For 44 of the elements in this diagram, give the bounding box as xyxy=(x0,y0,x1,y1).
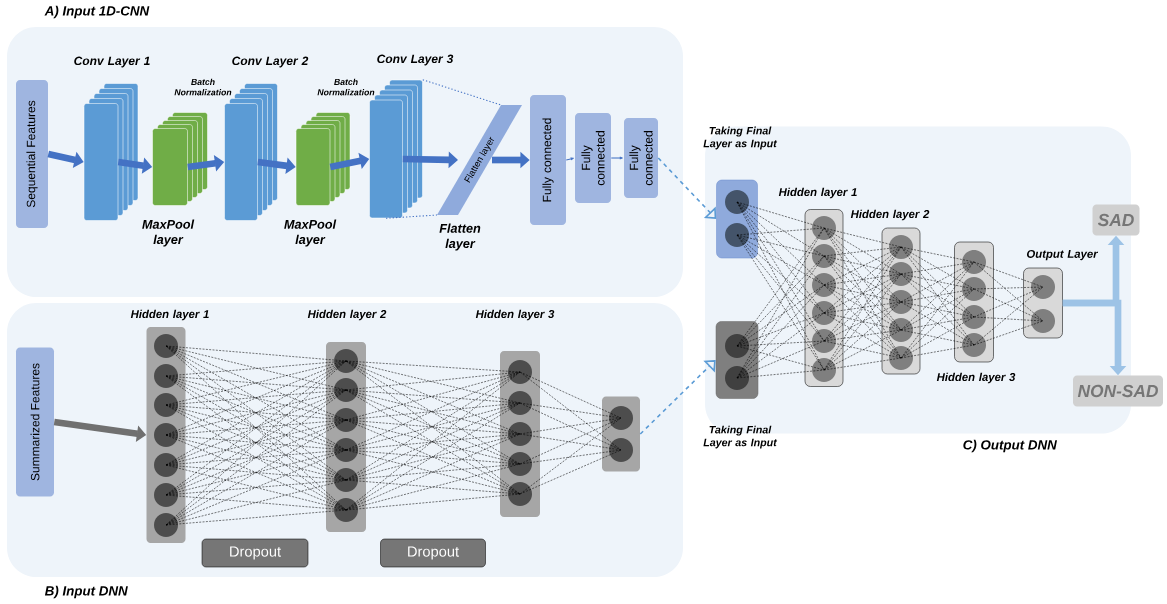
arrow xyxy=(565,157,574,161)
layer-label: Hidden layer 2 xyxy=(850,209,930,221)
layer-label: Hidden layer 1 xyxy=(778,187,857,199)
layer-label: Batch Normalization xyxy=(317,78,375,96)
layer-label: MaxPool layer xyxy=(142,219,195,247)
projection-line xyxy=(385,214,438,219)
input-box: Summarized Features xyxy=(16,347,54,497)
layer-label: Hidden layer 3 xyxy=(936,372,1016,384)
output-class-box: SAD xyxy=(1092,204,1140,236)
layer-label: Batch Normalization xyxy=(174,78,232,96)
connection-mesh xyxy=(900,246,975,359)
dense-layer-box: Fully connected xyxy=(530,95,566,225)
arrow xyxy=(639,360,716,435)
output-class-box: NON-SAD xyxy=(1073,375,1163,407)
layer-label: Hidden layer 3 xyxy=(475,309,555,321)
dense-layer-box: Fully connected xyxy=(575,113,611,203)
layer-label: Taking Final Layer as Input xyxy=(703,126,778,150)
panel-heading: A) Input 1D-CNN xyxy=(44,5,150,19)
connection-mesh xyxy=(165,345,347,526)
layer-label: Hidden layer 1 xyxy=(130,309,209,321)
projection-line xyxy=(422,79,502,106)
layer-label: Conv Layer 2 xyxy=(232,56,309,68)
arrow xyxy=(657,157,717,219)
input-box: Sequential Features xyxy=(16,80,48,228)
connection-mesh xyxy=(519,371,622,495)
neuron-layer xyxy=(602,396,640,472)
arrow xyxy=(610,156,623,160)
connection-mesh xyxy=(736,201,825,371)
layer-label: Taking Final Layer as Input xyxy=(703,425,778,449)
layer-label: Hidden layer 2 xyxy=(307,309,387,321)
layer-label: MaxPool layer xyxy=(284,219,337,247)
layer-label: Conv Layer 1 xyxy=(74,56,150,68)
panel-heading: B) Input DNN xyxy=(44,585,128,599)
dropout-box: Dropout xyxy=(380,538,486,568)
connection-mesh xyxy=(345,360,521,511)
layer-label: Output Layer xyxy=(1027,249,1099,261)
connection-mesh xyxy=(823,227,902,371)
dense-layer-box: Fully connected xyxy=(624,118,658,198)
connection-mesh xyxy=(973,261,1044,346)
panel-heading: C) Output DNN xyxy=(963,439,1057,453)
connection-mesh xyxy=(736,227,825,379)
layer-label: Flatten layer xyxy=(439,223,481,251)
layer-label: Conv Layer 3 xyxy=(377,54,454,66)
dropout-box: Dropout xyxy=(201,538,309,568)
